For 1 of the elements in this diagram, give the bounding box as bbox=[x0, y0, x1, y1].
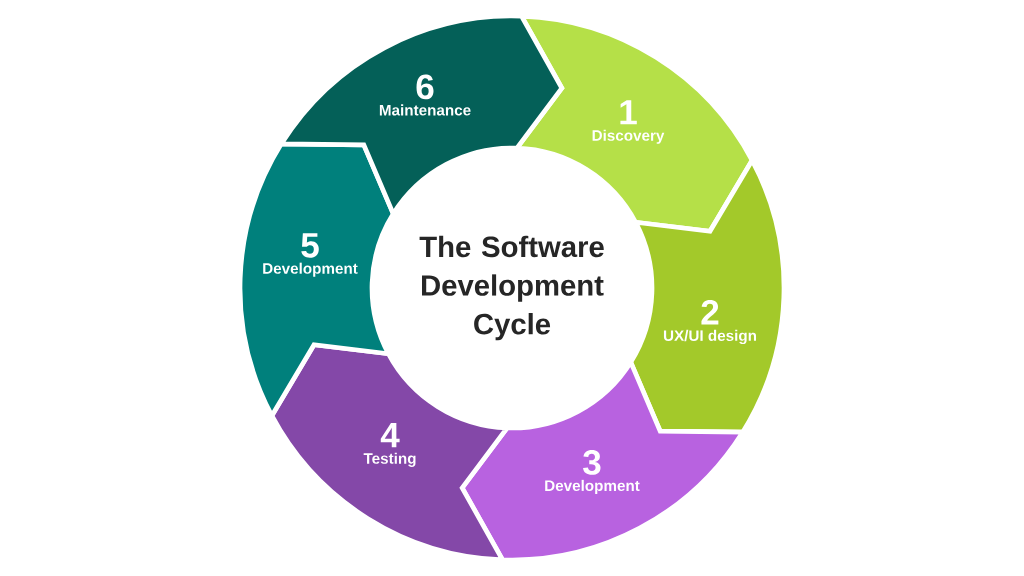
cycle-segment: 4 Testing bbox=[269, 342, 510, 563]
